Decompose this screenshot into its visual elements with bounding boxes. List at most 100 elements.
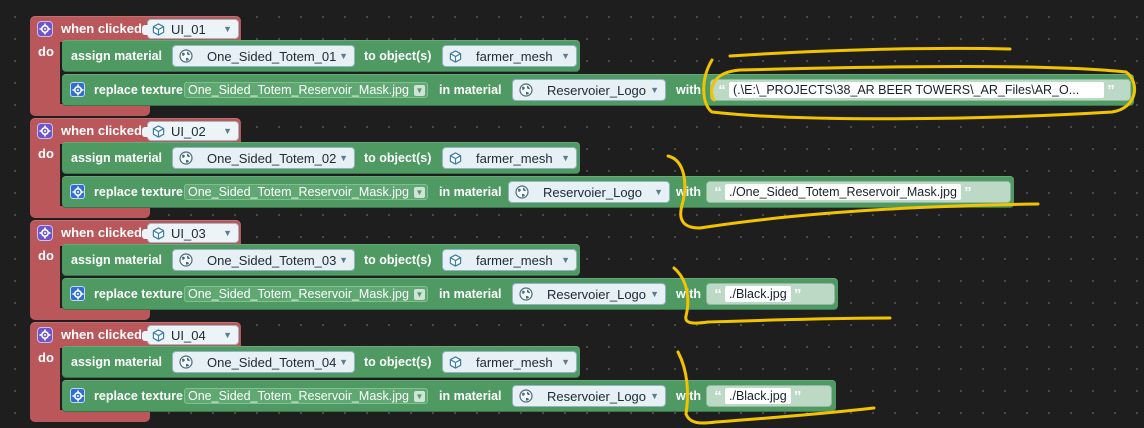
- gear-icon[interactable]: [37, 327, 53, 343]
- chevron-down-icon[interactable]: ▼: [223, 228, 232, 238]
- quote-close-icon: ”: [1107, 81, 1115, 99]
- chevron-down-icon[interactable]: ▼: [561, 153, 570, 163]
- target-material-name: Reservoier_Logo: [547, 82, 647, 98]
- globe-icon: [515, 185, 529, 199]
- cube-icon: [152, 22, 165, 36]
- assign-material-label: assign material: [71, 151, 163, 165]
- texture-name: One_Sided_Totem_Reservoir_Mask.jpg: [188, 83, 409, 97]
- object-dropdown[interactable]: farmer_mesh ▼: [442, 351, 577, 373]
- chevron-down-icon[interactable]: ▼: [339, 51, 348, 61]
- with-label: with: [676, 287, 701, 301]
- assign-material-block[interactable]: assign material One_Sided_Totem_04 ▼ to …: [62, 346, 580, 378]
- gear-icon[interactable]: [70, 388, 85, 403]
- chevron-down-icon[interactable]: ▼: [413, 288, 425, 300]
- object-dropdown[interactable]: farmer_mesh ▼: [442, 45, 577, 67]
- gear-icon[interactable]: [70, 184, 85, 199]
- chevron-down-icon[interactable]: ▼: [339, 255, 348, 265]
- string-value-block[interactable]: “ ./One_Sided_Totem_Reservoir_Mask.jpg ”: [706, 181, 1011, 203]
- string-value-block[interactable]: “ (.\E:\_PROJECTS\38_AR BEER TOWERS\_AR_…: [710, 79, 1131, 101]
- target-material-dropdown[interactable]: Reservoier_Logo ▼: [512, 283, 666, 305]
- event-block-ui-02[interactable]: when clicked UI_02 ▼ do assign material …: [30, 118, 1030, 220]
- chevron-down-icon[interactable]: ▼: [561, 255, 570, 265]
- material-dropdown[interactable]: One_Sided_Totem_02 ▼: [172, 147, 355, 169]
- globe-icon: [519, 83, 533, 97]
- trigger-dropdown[interactable]: UI_03 ▼: [142, 223, 239, 243]
- gear-icon[interactable]: [37, 225, 53, 241]
- string-value-field[interactable]: ./One_Sided_Totem_Reservoir_Mask.jpg: [725, 184, 961, 200]
- target-material-dropdown[interactable]: Reservoier_Logo ▼: [512, 79, 666, 101]
- chevron-down-icon[interactable]: ▼: [223, 330, 232, 340]
- material-dropdown[interactable]: One_Sided_Totem_03 ▼: [172, 249, 355, 271]
- replace-texture-label: replace texture: [94, 185, 183, 199]
- chevron-down-icon[interactable]: ▼: [339, 357, 348, 367]
- string-value-block[interactable]: “ ./Black.jpg ”: [706, 385, 832, 407]
- chevron-down-icon[interactable]: ▼: [223, 126, 232, 136]
- event-footer: [30, 308, 150, 320]
- event-footer: [30, 104, 150, 116]
- trigger-name: UI_02: [171, 123, 206, 139]
- object-name: farmer_mesh: [476, 150, 553, 166]
- object-dropdown[interactable]: farmer_mesh ▼: [442, 147, 577, 169]
- chevron-down-icon[interactable]: ▼: [561, 357, 570, 367]
- chevron-down-icon[interactable]: ▼: [650, 289, 659, 299]
- quote-open-icon: “: [714, 183, 722, 201]
- material-name: One_Sided_Totem_03: [207, 252, 337, 268]
- trigger-dropdown[interactable]: UI_01 ▼: [142, 19, 239, 39]
- trigger-name: UI_04: [171, 327, 206, 343]
- chevron-down-icon[interactable]: ▼: [413, 84, 425, 96]
- material-dropdown[interactable]: One_Sided_Totem_04 ▼: [172, 351, 355, 373]
- chevron-down-icon[interactable]: ▼: [561, 51, 570, 61]
- gear-icon[interactable]: [37, 123, 53, 139]
- event-block-ui-01[interactable]: when clicked UI_01 ▼ do assign material …: [30, 16, 1134, 118]
- event-block-ui-03[interactable]: when clicked UI_03 ▼ do assign material …: [30, 220, 1030, 322]
- assign-material-block[interactable]: assign material One_Sided_Totem_02 ▼ to …: [62, 142, 580, 174]
- chevron-down-icon[interactable]: ▼: [650, 391, 659, 401]
- texture-name: One_Sided_Totem_Reservoir_Mask.jpg: [188, 389, 409, 403]
- replace-texture-block[interactable]: replace texture One_Sided_Totem_Reservoi…: [62, 278, 838, 310]
- to-objects-label: to object(s): [364, 49, 432, 63]
- chevron-down-icon[interactable]: ▼: [223, 24, 232, 34]
- replace-texture-block[interactable]: replace texture One_Sided_Totem_Reservoi…: [62, 380, 836, 412]
- texture-dropdown[interactable]: One_Sided_Totem_Reservoir_Mask.jpg ▼: [184, 286, 428, 302]
- to-objects-label: to object(s): [364, 151, 432, 165]
- chevron-down-icon[interactable]: ▼: [339, 153, 348, 163]
- replace-texture-label: replace texture: [94, 389, 183, 403]
- string-value-field[interactable]: ./Black.jpg: [725, 286, 791, 302]
- material-dropdown[interactable]: One_Sided_Totem_01 ▼: [172, 45, 355, 67]
- target-material-dropdown[interactable]: Reservoier_Logo ▼: [512, 385, 666, 407]
- event-footer: [30, 410, 150, 422]
- chevron-down-icon[interactable]: ▼: [654, 187, 663, 197]
- trigger-dropdown[interactable]: UI_04 ▼: [142, 325, 239, 345]
- cube-icon: [449, 49, 462, 63]
- texture-dropdown[interactable]: One_Sided_Totem_Reservoir_Mask.jpg ▼: [184, 82, 428, 98]
- to-objects-label: to object(s): [364, 253, 432, 267]
- target-material-dropdown[interactable]: Reservoier_Logo ▼: [508, 181, 670, 203]
- replace-texture-block[interactable]: replace texture One_Sided_Totem_Reservoi…: [62, 74, 1134, 106]
- when-clicked-label: when clicked: [61, 327, 142, 342]
- chevron-down-icon[interactable]: ▼: [650, 85, 659, 95]
- gear-icon[interactable]: [70, 82, 85, 97]
- when-clicked-label: when clicked: [61, 225, 142, 240]
- gear-icon[interactable]: [70, 286, 85, 301]
- trigger-dropdown[interactable]: UI_02 ▼: [142, 121, 239, 141]
- string-value-block[interactable]: “ ./Black.jpg ”: [706, 283, 835, 305]
- assign-material-block[interactable]: assign material One_Sided_Totem_01 ▼ to …: [62, 40, 580, 72]
- chevron-down-icon[interactable]: ▼: [413, 390, 425, 402]
- replace-texture-block[interactable]: replace texture One_Sided_Totem_Reservoi…: [62, 176, 1014, 208]
- texture-dropdown[interactable]: One_Sided_Totem_Reservoir_Mask.jpg ▼: [184, 388, 428, 404]
- string-value-field[interactable]: (.\E:\_PROJECTS\38_AR BEER TOWERS\_AR_Fi…: [729, 82, 1104, 98]
- chevron-down-icon[interactable]: ▼: [413, 186, 425, 198]
- cube-icon: [152, 226, 165, 240]
- event-block-ui-04[interactable]: when clicked UI_04 ▼ do assign material …: [30, 322, 1030, 424]
- globe-icon: [179, 355, 193, 369]
- texture-name: One_Sided_Totem_Reservoir_Mask.jpg: [188, 185, 409, 199]
- texture-dropdown[interactable]: One_Sided_Totem_Reservoir_Mask.jpg ▼: [184, 184, 428, 200]
- assign-material-block[interactable]: assign material One_Sided_Totem_03 ▼ to …: [62, 244, 580, 276]
- gear-icon[interactable]: [37, 21, 53, 37]
- object-name: farmer_mesh: [476, 354, 553, 370]
- object-dropdown[interactable]: farmer_mesh ▼: [442, 249, 577, 271]
- in-material-label: in material: [439, 389, 502, 403]
- string-value-field[interactable]: ./Black.jpg: [725, 388, 791, 404]
- object-name: farmer_mesh: [476, 48, 553, 64]
